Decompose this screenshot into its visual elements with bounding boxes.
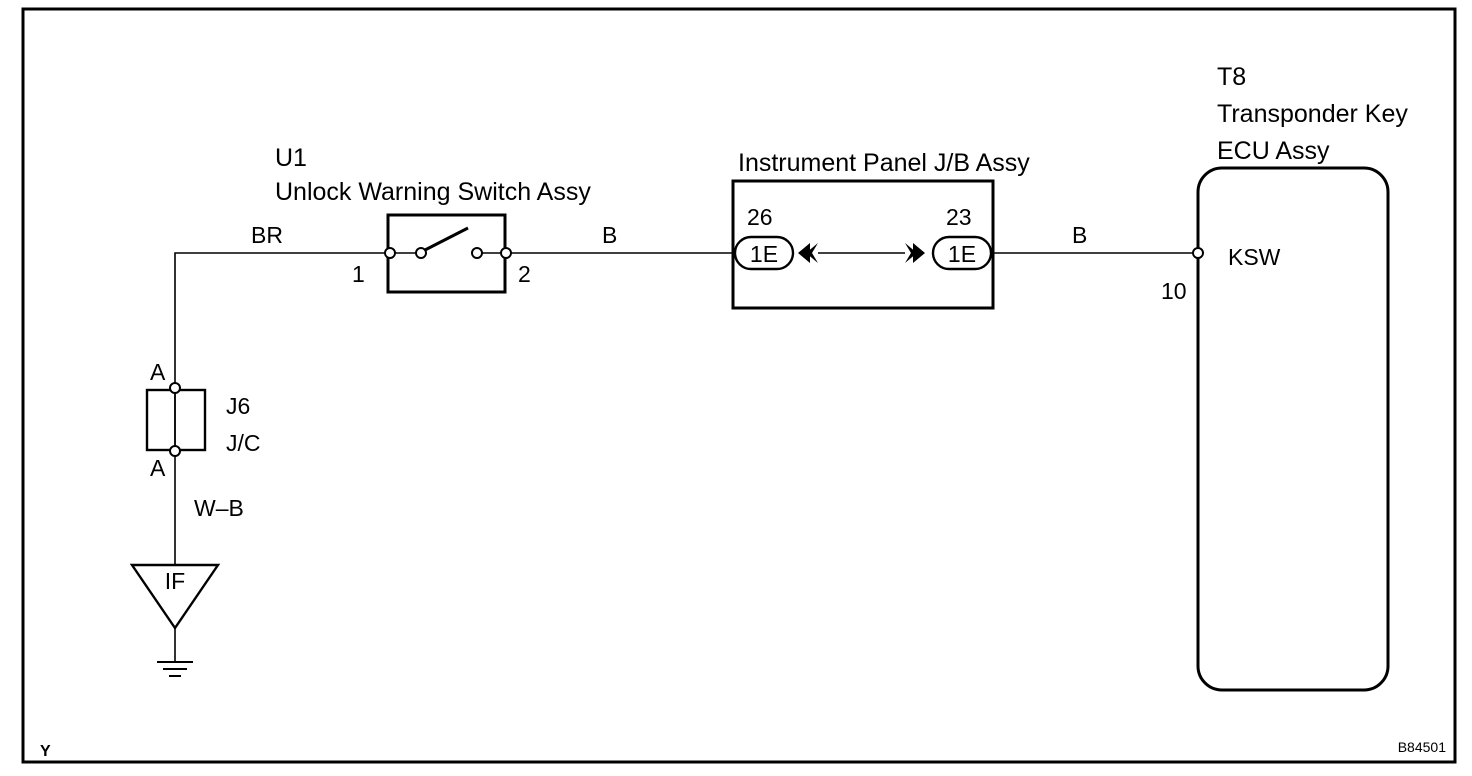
j6-bottom-pin: A	[150, 455, 166, 481]
jb-left-connector-label: 1E	[750, 241, 778, 267]
jb-left-pin: 26	[747, 204, 773, 230]
ground-triangle	[129, 563, 221, 631]
jb-right-pin: 23	[946, 204, 972, 230]
t8-code: T8	[1217, 63, 1246, 91]
t8-ecu-box	[1196, 166, 1390, 692]
jb-connector-left	[733, 235, 795, 271]
u1-contact-left	[415, 247, 427, 259]
diagram-frame	[21, 7, 1457, 764]
j6-box	[145, 388, 207, 452]
wire-b-left-label: B	[602, 222, 617, 248]
jb-right-arrow	[905, 243, 925, 263]
u1-contact-right	[471, 247, 483, 259]
j6-terminal-top	[169, 382, 181, 394]
j6-code: J6	[226, 393, 250, 419]
wire-br	[174, 252, 388, 386]
jb-left-arrow	[798, 243, 818, 263]
wire-br-label: BR	[251, 222, 283, 248]
t8-name-line1: Transponder Key	[1217, 100, 1408, 128]
jb-right-connector-label: 1E	[948, 241, 976, 267]
j6-top-pin: A	[150, 359, 166, 385]
wire-wb-label: W–B	[194, 495, 244, 521]
t8-terminal-name: KSW	[1228, 244, 1281, 270]
t8-terminal-10	[1192, 247, 1204, 259]
u1-pin-1: 1	[352, 261, 365, 287]
u1-code: U1	[275, 144, 307, 172]
j6-type: J/C	[226, 430, 261, 456]
figure-id: B84501	[1398, 739, 1446, 755]
j6-terminal-bottom	[169, 445, 181, 457]
u1-terminal-1	[384, 247, 396, 259]
u1-terminal-2	[500, 247, 512, 259]
t8-pin-number: 10	[1161, 278, 1187, 304]
wire-b-right-label: B	[1072, 222, 1087, 248]
jb-name: Instrument Panel J/B Assy	[738, 149, 1030, 177]
ground-label: IF	[165, 568, 185, 594]
footer-left-mark: Y	[40, 743, 51, 760]
u1-switch-contact	[424, 226, 469, 252]
jb-box	[731, 179, 995, 310]
u1-pin-2: 2	[518, 261, 531, 287]
u1-name: Unlock Warning Switch Assy	[275, 178, 591, 206]
jb-connector-right	[931, 235, 993, 271]
t8-name-line2: ECU Assy	[1217, 137, 1330, 165]
